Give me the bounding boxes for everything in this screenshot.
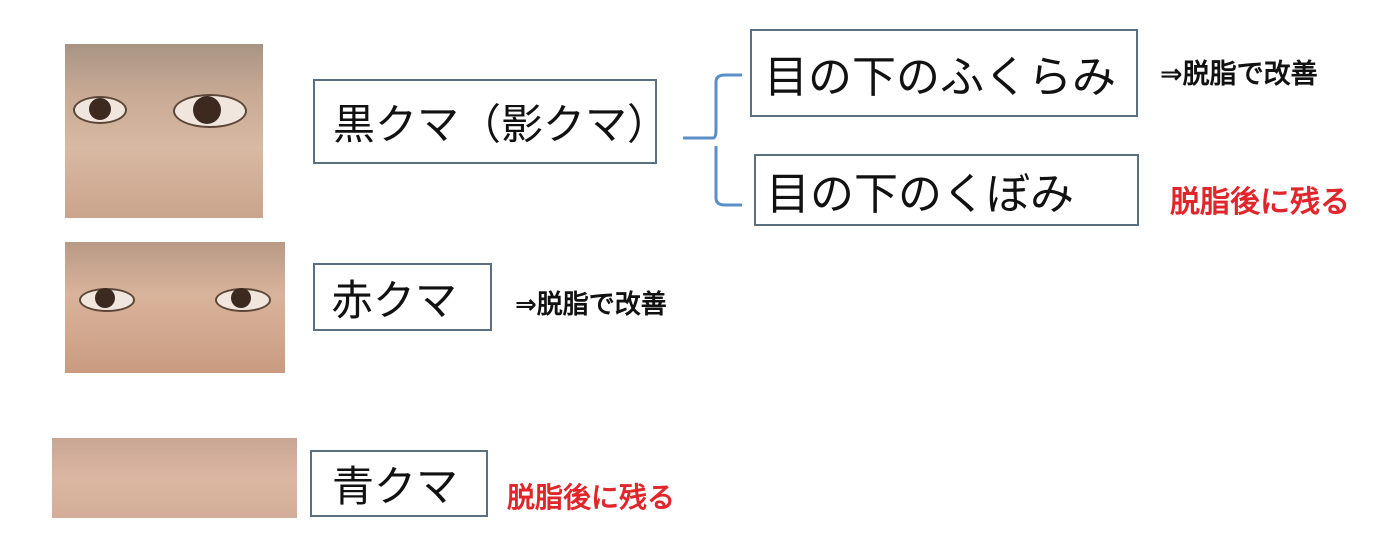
note-hollow: 脱脂後に残る [1170,185,1350,220]
note-bulge: ⇒脱脂で改善 [1160,59,1318,90]
label-black-circles: 黒クマ（影クマ） [333,100,670,149]
label-box-blue-circles: 青クマ [310,450,488,517]
note-red-circles: ⇒脱脂で改善 [515,290,667,320]
label-hollow: 目の下のくぼみ [766,169,1074,220]
note-blue-circles: 脱脂後に残る [507,481,676,514]
photo-red-circles [65,242,285,373]
label-box-bulge: 目の下のふくらみ [750,29,1138,117]
label-blue-circles: 青クマ [332,462,459,511]
label-box-black-circles: 黒クマ（影クマ） [313,79,669,164]
photo-blue-circles [52,438,297,518]
label-box-hollow: 目の下のくぼみ [754,154,1139,226]
label-bulge: 目の下のふくらみ [764,52,1116,103]
bracket-connector [683,73,742,207]
label-red-circles: 赤クマ [331,275,458,325]
photo-black-circles [65,44,263,218]
label-box-red-circles: 赤クマ [313,263,492,331]
